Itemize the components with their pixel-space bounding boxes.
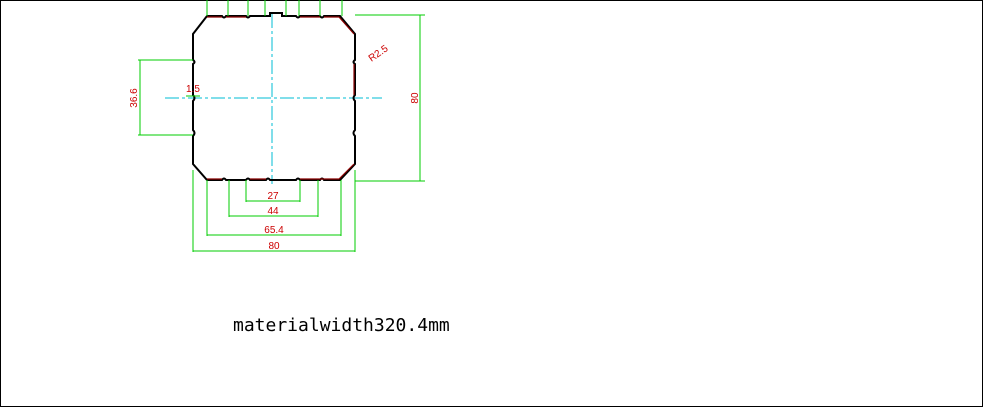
profile-shape-accent xyxy=(207,16,355,180)
dim-label-654: 65.4 xyxy=(264,225,284,236)
dim-label-corner-radius: R2.5 xyxy=(367,43,391,64)
profile-shape xyxy=(192,12,356,181)
profile-outline xyxy=(192,12,356,181)
dim-label-44: 44 xyxy=(267,206,279,217)
dim-label-80-width: 80 xyxy=(268,241,280,252)
material-width-note: materialwidth320.4mm xyxy=(233,315,450,336)
dim-label-80-height: 80 xyxy=(410,92,421,104)
dim-label-366: 36.6 xyxy=(129,88,140,108)
dim-label-27: 27 xyxy=(267,191,279,202)
dim-label-groove-depth: 1.5 xyxy=(186,84,200,95)
dimension-labels: 27 44 65.4 80 80 36.6 1.5 R2.5 xyxy=(129,43,421,252)
center-lines xyxy=(165,14,382,184)
dimension-lines xyxy=(138,0,425,252)
